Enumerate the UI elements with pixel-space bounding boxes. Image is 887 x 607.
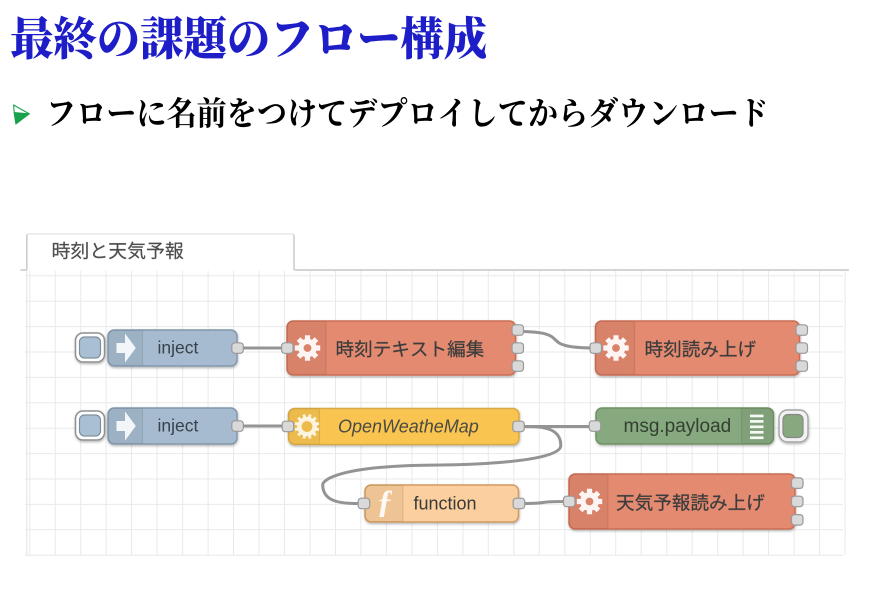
svg-text:inject: inject xyxy=(158,338,199,358)
svg-text:OpenWeatheMap: OpenWeatheMap xyxy=(338,417,479,437)
svg-text:inject: inject xyxy=(158,416,199,436)
svg-text:function: function xyxy=(414,494,477,514)
svg-text:ƒ: ƒ xyxy=(377,484,394,520)
svg-text:msg.payload: msg.payload xyxy=(624,416,732,437)
